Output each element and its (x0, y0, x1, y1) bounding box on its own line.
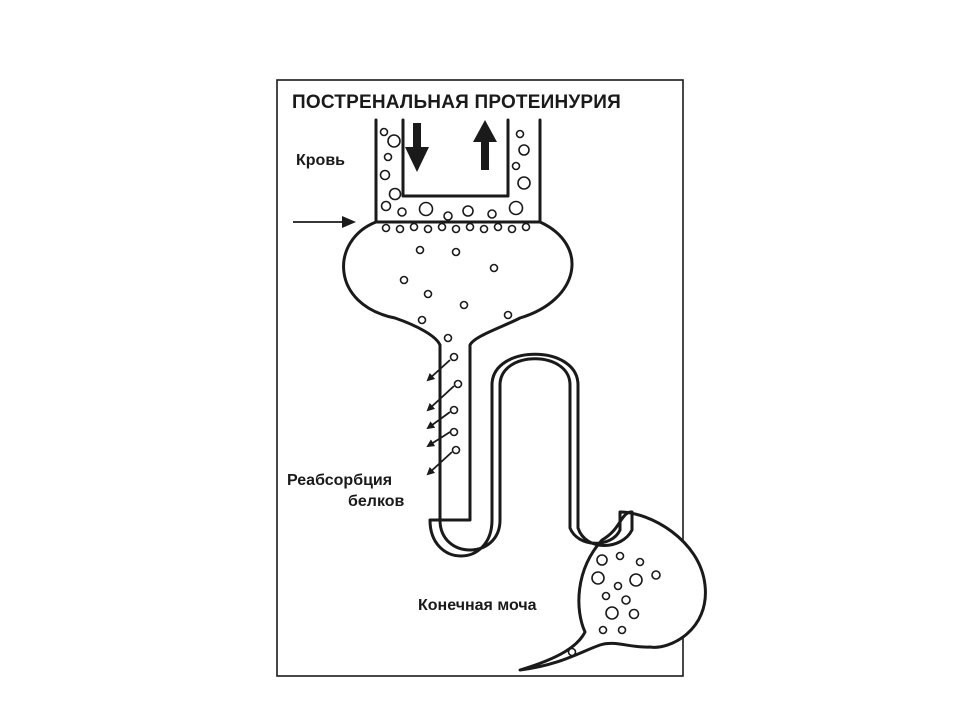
bladder-protein-molecules (567, 551, 661, 657)
pointer-arrow-icon (293, 216, 356, 228)
diffusion-arrow-icon (426, 359, 455, 476)
glomerular-filter (381, 222, 531, 234)
capillary-protein-molecules (379, 127, 531, 221)
capsule-protein-molecules (399, 245, 513, 325)
tubule-protein-molecules (443, 333, 463, 455)
down-arrow-icon (405, 123, 429, 172)
diagram-title: ПОСТРЕНАЛЬНАЯ ПРОТЕИНУРИЯ (292, 92, 621, 113)
diagram-frame (276, 79, 684, 677)
nephron-tubule (342, 220, 707, 672)
up-arrow-icon (473, 120, 497, 170)
reabsorption-label: Реабсорбция (287, 472, 392, 489)
reabsorption-label-line2: белков (348, 493, 405, 510)
final-urine-label: Конечная моча (418, 597, 537, 614)
blood-label: Кровь (296, 152, 345, 169)
